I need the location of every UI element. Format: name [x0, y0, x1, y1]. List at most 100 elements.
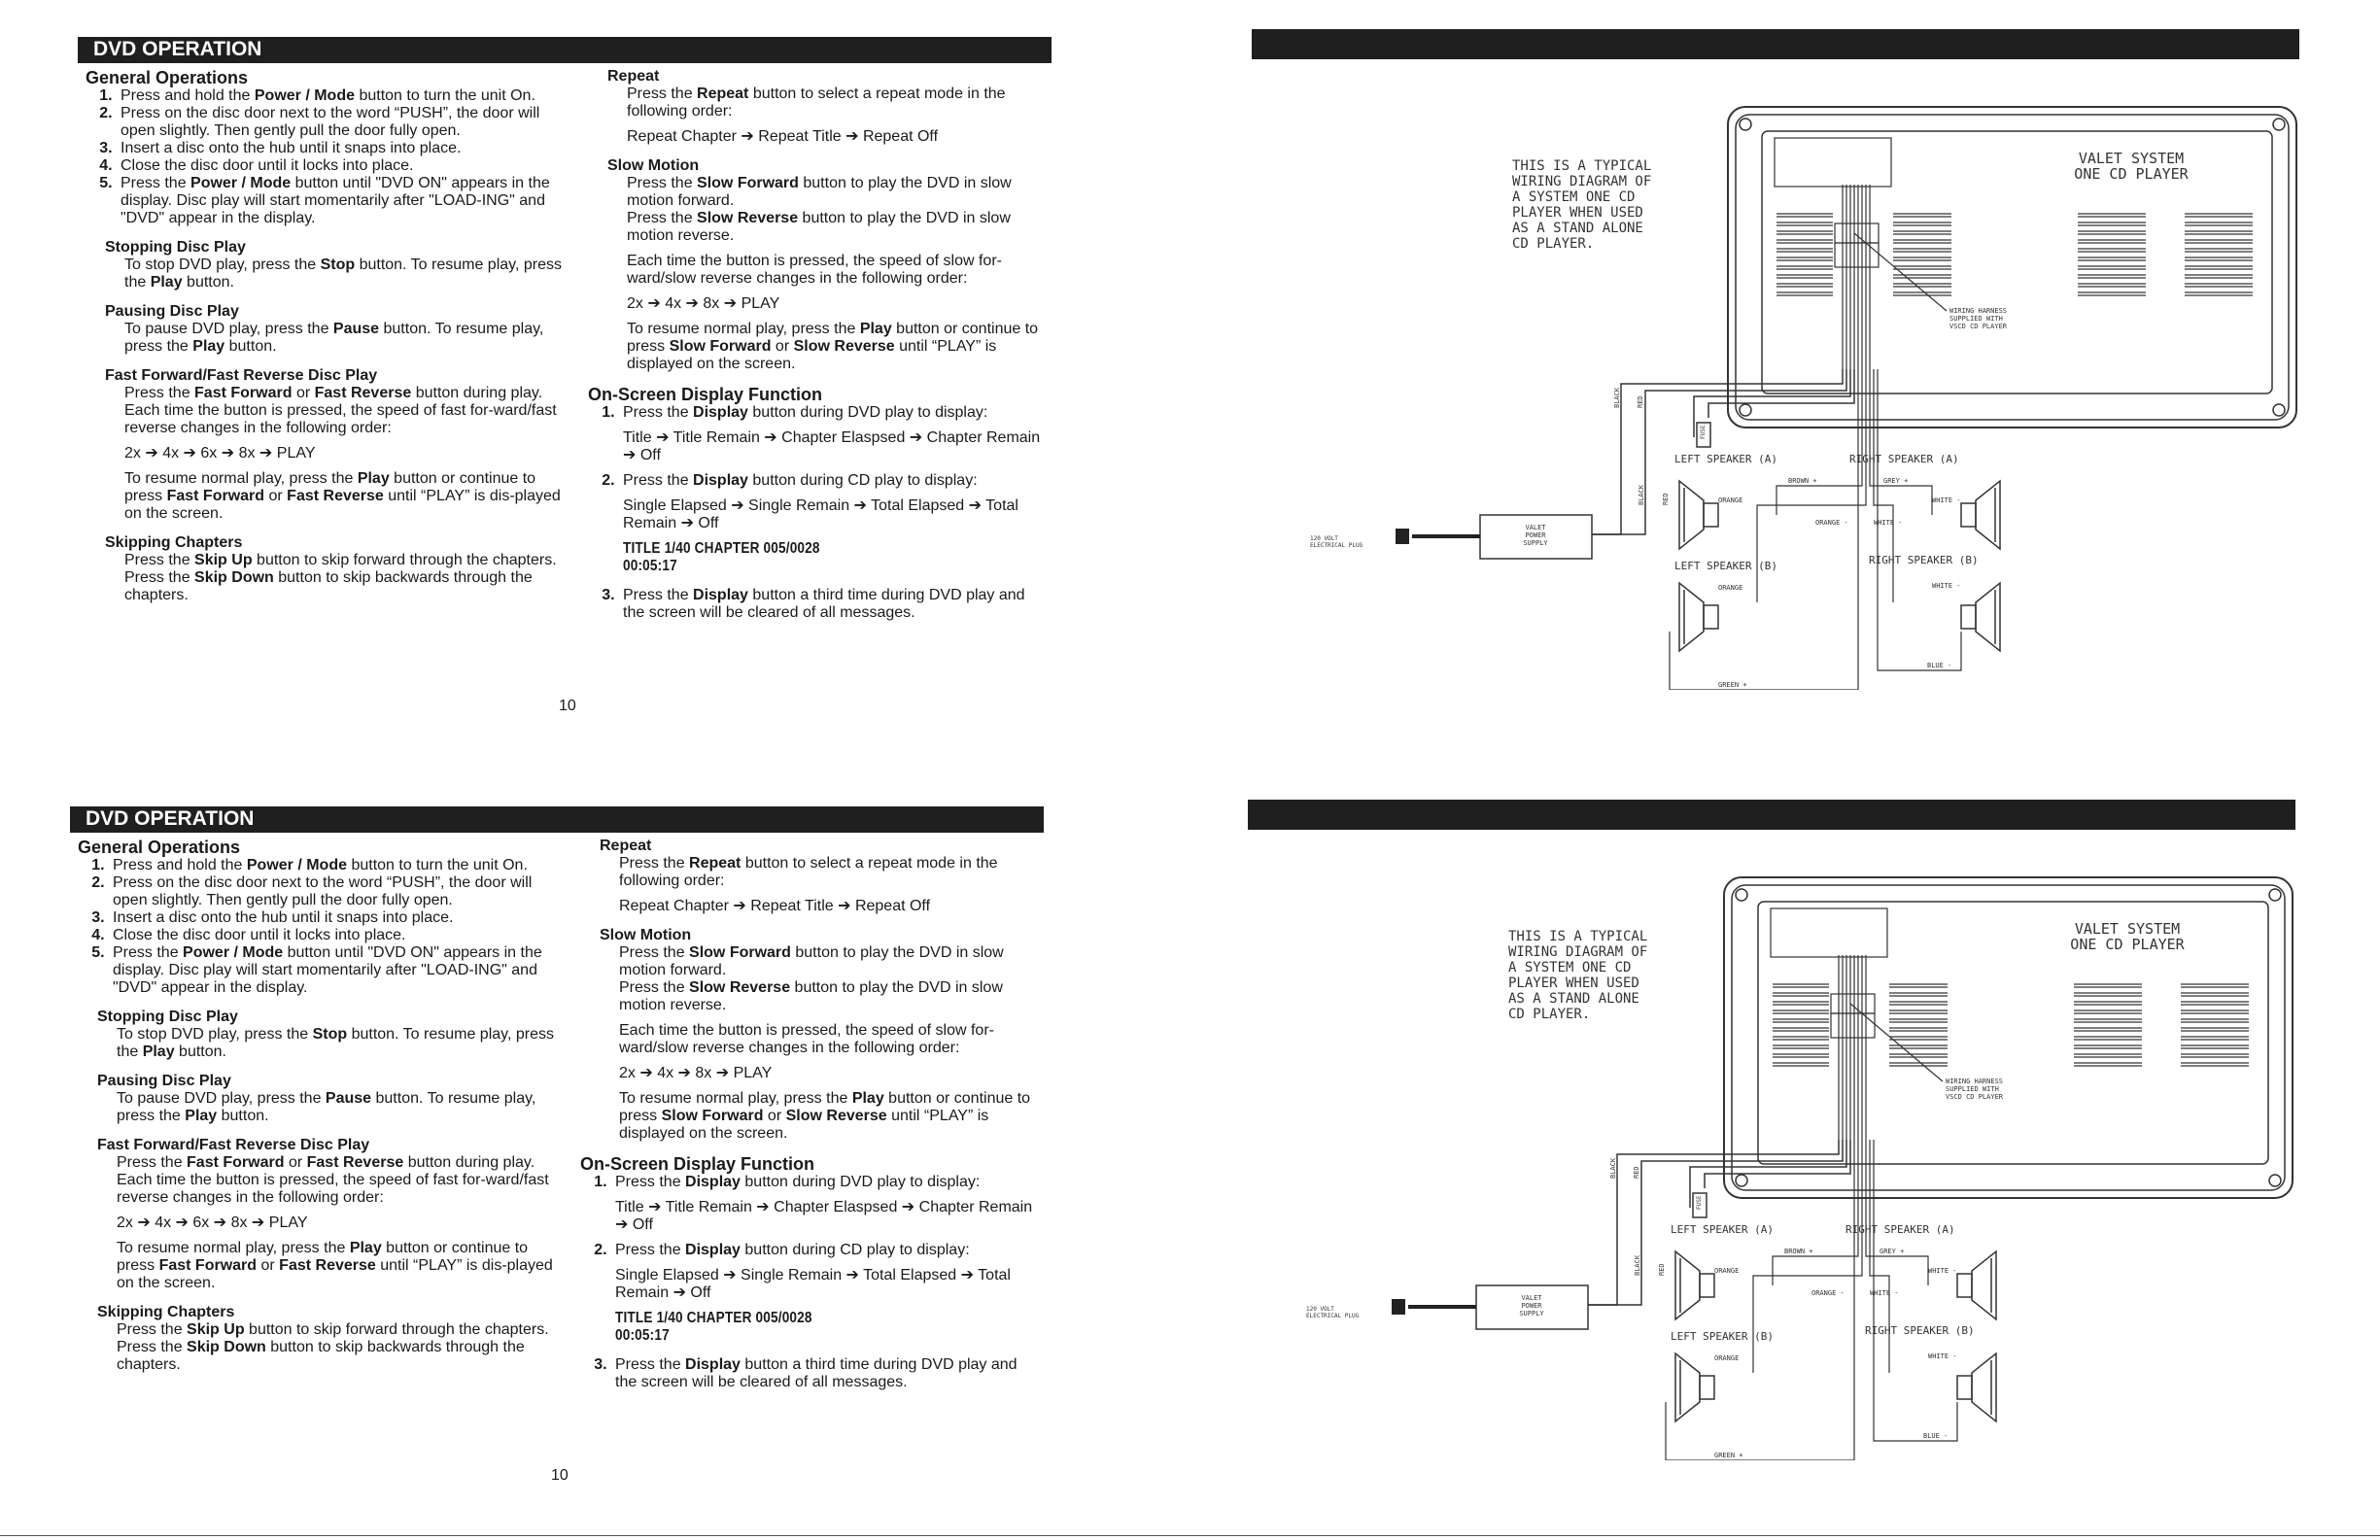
speaker-icon: [1678, 581, 1719, 653]
speaker-icon: [1674, 1352, 1715, 1423]
general-operations-step: Press and hold the Power / Mode button t…: [109, 857, 554, 874]
svg-text:GREEN +: GREEN +: [1714, 1452, 1743, 1459]
note-line: A SYSTEM ONE CD: [1508, 960, 1631, 975]
unit-title-line2: ONE CD PLAYER: [2070, 936, 2185, 953]
speaker-icon: [1678, 479, 1719, 551]
stopping-title: Stopping Disc Play: [97, 1009, 238, 1025]
ff-fr-order: 2x ➔ 4x ➔ 6x ➔ 8x ➔ PLAY: [124, 445, 316, 462]
speaker-icons: [1674, 1249, 1997, 1423]
svg-text:FUSE: FUSE: [1696, 1195, 1703, 1210]
pausing-text: To pause DVD play, press the Pause butto…: [124, 321, 544, 355]
osd-title: On-Screen Display Function: [580, 1154, 815, 1174]
svg-text:FUSE: FUSE: [1700, 425, 1707, 439]
svg-text:ELECTRICAL PLUG: ELECTRICAL PLUG: [1306, 1313, 1360, 1319]
svg-text:WHITE -: WHITE -: [1874, 519, 1903, 527]
svg-text:ORANGE: ORANGE: [1714, 1354, 1739, 1362]
harness-label: WIRING HARNESS: [1946, 1078, 2003, 1085]
speaker-icon: [1960, 479, 2001, 551]
general-operations-step: Insert a disc onto the hub until it snap…: [109, 909, 554, 927]
right-column: Repeat Press the Repeat button to select…: [588, 68, 1045, 622]
svg-text:RED: RED: [1662, 493, 1670, 505]
power-wires: [1588, 1140, 1851, 1306]
note-line: PLAYER WHEN USED: [1508, 975, 1639, 991]
slow-forward-text: Press the Slow Forward button to play th…: [627, 175, 1012, 209]
svg-text:VSCD CD PLAYER: VSCD CD PLAYER: [1946, 1093, 2004, 1101]
svg-text:POWER: POWER: [1525, 531, 1546, 539]
osd-step-3: Press the Display button a third time du…: [611, 1356, 1037, 1391]
osd-title: On-Screen Display Function: [588, 385, 823, 404]
repeat-title: Repeat: [607, 68, 660, 85]
general-operations-steps: Press and hold the Power / Mode button t…: [86, 87, 562, 227]
skip-up-text: Press the Skip Up button to skip forward…: [124, 552, 557, 568]
svg-text:120 VOLT: 120 VOLT: [1306, 1306, 1334, 1313]
note-line: WIRING DIAGRAM OF: [1512, 174, 1651, 189]
osd-step-2-order: Single Elapsed ➔ Single Remain ➔ Total E…: [615, 1267, 1011, 1301]
screw-icon: [1739, 403, 1752, 417]
screw-icon: [2268, 1174, 2282, 1187]
osd-screen-line1: TITLE 1/40 CHAPTER 005/0028: [615, 1310, 812, 1326]
speaker-icon: [1956, 1352, 1997, 1423]
note-line: THIS IS A TYPICAL: [1508, 929, 1647, 944]
slow-order: 2x ➔ 4x ➔ 8x ➔ PLAY: [627, 295, 780, 312]
ff-fr-resume: To resume normal play, press the Play bu…: [124, 470, 561, 522]
svg-text:GREEN +: GREEN +: [1718, 681, 1747, 689]
osd-screen-line2: 00:05:17: [623, 558, 677, 574]
osd-step-1: Press the Display button during DVD play…: [619, 404, 1045, 472]
note-line: AS A STAND ALONE: [1508, 991, 1639, 1007]
wiring-diagram: VALET SYSTEM ONE CD PLAYER THIS IS A TYP…: [1310, 106, 2297, 690]
general-operations-title: General Operations: [86, 68, 249, 87]
svg-text:SUPPLY: SUPPLY: [1523, 539, 1548, 547]
speaker-icon: [1674, 1249, 1715, 1321]
ff-fr-order: 2x ➔ 4x ➔ 6x ➔ 8x ➔ PLAY: [117, 1215, 308, 1231]
osd-steps: Press the Display button during DVD play…: [588, 404, 1045, 622]
vent-grille: [1773, 983, 2249, 1067]
unit-title-line2: ONE CD PLAYER: [2074, 165, 2189, 183]
display-window: [1770, 907, 1888, 958]
pausing-title: Pausing Disc Play: [97, 1073, 231, 1089]
svg-text:BLUE -: BLUE -: [1927, 662, 1951, 669]
osd-step-2-order: Single Elapsed ➔ Single Remain ➔ Total E…: [623, 497, 1018, 531]
slow-reverse-text: Press the Slow Reverse button to play th…: [627, 210, 1011, 244]
skip-down-text: Press the Skip Down button to skip backw…: [124, 569, 533, 603]
svg-text:SUPPLIED WITH: SUPPLIED WITH: [1949, 315, 2003, 323]
section-header-bar: DVD OPERATION: [70, 806, 1044, 833]
cd-player-faceplate: [1761, 130, 2273, 394]
left-speaker-b-label: LEFT SPEAKER (B): [1671, 1330, 1774, 1343]
svg-text:WHITE -: WHITE -: [1928, 1352, 1957, 1360]
osd-step-3: Press the Display button a third time du…: [619, 587, 1045, 622]
electrical-plug-icon: [1396, 529, 1409, 544]
general-operations-step: Close the disc door until it locks into …: [117, 157, 562, 175]
svg-text:RED: RED: [1633, 1166, 1640, 1179]
slow-forward-text: Press the Slow Forward button to play th…: [619, 944, 1004, 978]
harness-label: WIRING HARNESS: [1949, 307, 2007, 315]
left-speaker-a-label: LEFT SPEAKER (A): [1671, 1223, 1774, 1236]
electrical-plug-icon: [1392, 1299, 1405, 1315]
page-number: 10: [559, 698, 576, 714]
wiring-diagram: VALET SYSTEM ONE CD PLAYER THIS IS A TYP…: [1306, 876, 2294, 1460]
left-column: General Operations Press and hold the Po…: [78, 838, 554, 1374]
svg-text:RED: RED: [1658, 1263, 1666, 1276]
unit-title-line1: VALET SYSTEM: [2079, 150, 2184, 167]
diagram-header-bar: [1248, 800, 2295, 830]
osd-step-1-order: Title ➔ Title Remain ➔ Chapter Elaspsed …: [623, 429, 1041, 463]
left-speaker-a-label: LEFT SPEAKER (A): [1674, 453, 1777, 465]
slow-motion-title: Slow Motion: [607, 157, 700, 174]
repeat-order: Repeat Chapter ➔ Repeat Title ➔ Repeat O…: [619, 898, 931, 914]
stopping-text: To stop DVD play, press the Stop button.…: [117, 1026, 554, 1060]
screw-icon: [1739, 118, 1752, 131]
osd-step-2: Press the Display button during CD play …: [619, 472, 1045, 587]
speaker-icon: [1956, 1249, 1997, 1321]
svg-text:POWER: POWER: [1521, 1302, 1542, 1310]
ff-fr-resume: To resume normal play, press the Play bu…: [117, 1240, 553, 1291]
slow-motion-title: Slow Motion: [600, 927, 692, 943]
screw-icon: [2272, 118, 2286, 131]
page-number: 10: [551, 1467, 569, 1484]
svg-text:WHITE -: WHITE -: [1932, 496, 1961, 504]
ff-fr-title: Fast Forward/Fast Reverse Disc Play: [105, 367, 378, 384]
section-header-bar: DVD OPERATION: [78, 37, 1052, 63]
speaker-icon: [1960, 581, 2001, 653]
repeat-title: Repeat: [600, 838, 652, 854]
osd-screen-line2: 00:05:17: [615, 1327, 670, 1344]
slow-each-text: Each time the button is pressed, the spe…: [619, 1022, 994, 1056]
speaker-icons: [1678, 479, 2001, 653]
